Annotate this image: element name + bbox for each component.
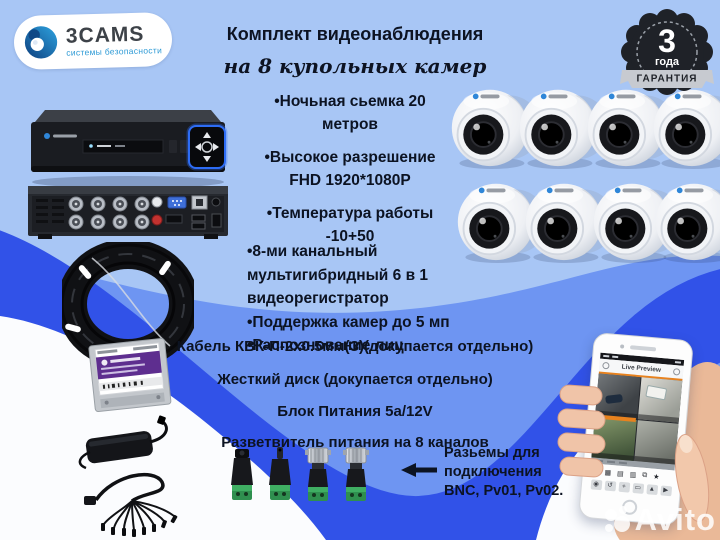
included-splitter-line: Разветвитель питания на 8 каналов (221, 434, 489, 451)
hand-fingers (557, 384, 710, 522)
phone-in-hand: Live Preview ▦ ▤ ▥ ⧉ ★ (556, 326, 720, 540)
hard-drive-image (88, 338, 172, 412)
power-supply-image (78, 415, 168, 470)
badge-number: 3 (658, 23, 676, 59)
power-splitter-image (84, 473, 178, 537)
left-arrow-icon (401, 463, 437, 477)
brand-logo-icon (24, 26, 58, 59)
brand-logo: 3CAMS системы безопасности (13, 11, 173, 71)
feature-temperature: •Температура работы -10+50 (266, 205, 434, 245)
dome-camera-image (652, 174, 720, 266)
feature-night: •Ночьная сьемка 20 метров (274, 93, 426, 133)
badge-label: ГАРАНТИЯ (637, 74, 698, 85)
connectors-note: Разьемы для подключения BNC, Pv01, Pv02. (444, 445, 564, 499)
avito-logo-icon (604, 506, 630, 532)
badge-unit: года (655, 56, 680, 68)
included-psu-line: Блок Питания 5а/12V (277, 403, 433, 420)
dvr-rear-image (28, 186, 228, 239)
page-subtitle: на 8 купольных камер (223, 54, 487, 78)
included-hdd-line: Жесткий диск (докупается отдельно) (217, 371, 493, 388)
brand-name: 3CAMS (65, 22, 145, 48)
feature-resolution: •Высокое разрешение FHD 1920*1080P (264, 149, 436, 189)
feature-list-centered: •Ночьная сьемка 20 метров •Высокое разре… (232, 90, 468, 258)
watermark-text: Avito (634, 502, 716, 537)
feature-list-left: •8-ми канальный мультигибридный 6 в 1 ви… (247, 243, 450, 354)
included-cable-line: Кабель КВК-П-2х0.5мм(З)(докупается отдел… (176, 338, 534, 355)
dvr-front-image (31, 110, 228, 188)
connectors-image (231, 447, 369, 501)
page-title: Комплект видеонаблюдения (226, 24, 484, 44)
watermark: Avito (601, 502, 716, 538)
warranty-badge: 3 года ГАРАНТИЯ (620, 8, 714, 104)
brand-tagline: системы безопасности (66, 45, 163, 58)
